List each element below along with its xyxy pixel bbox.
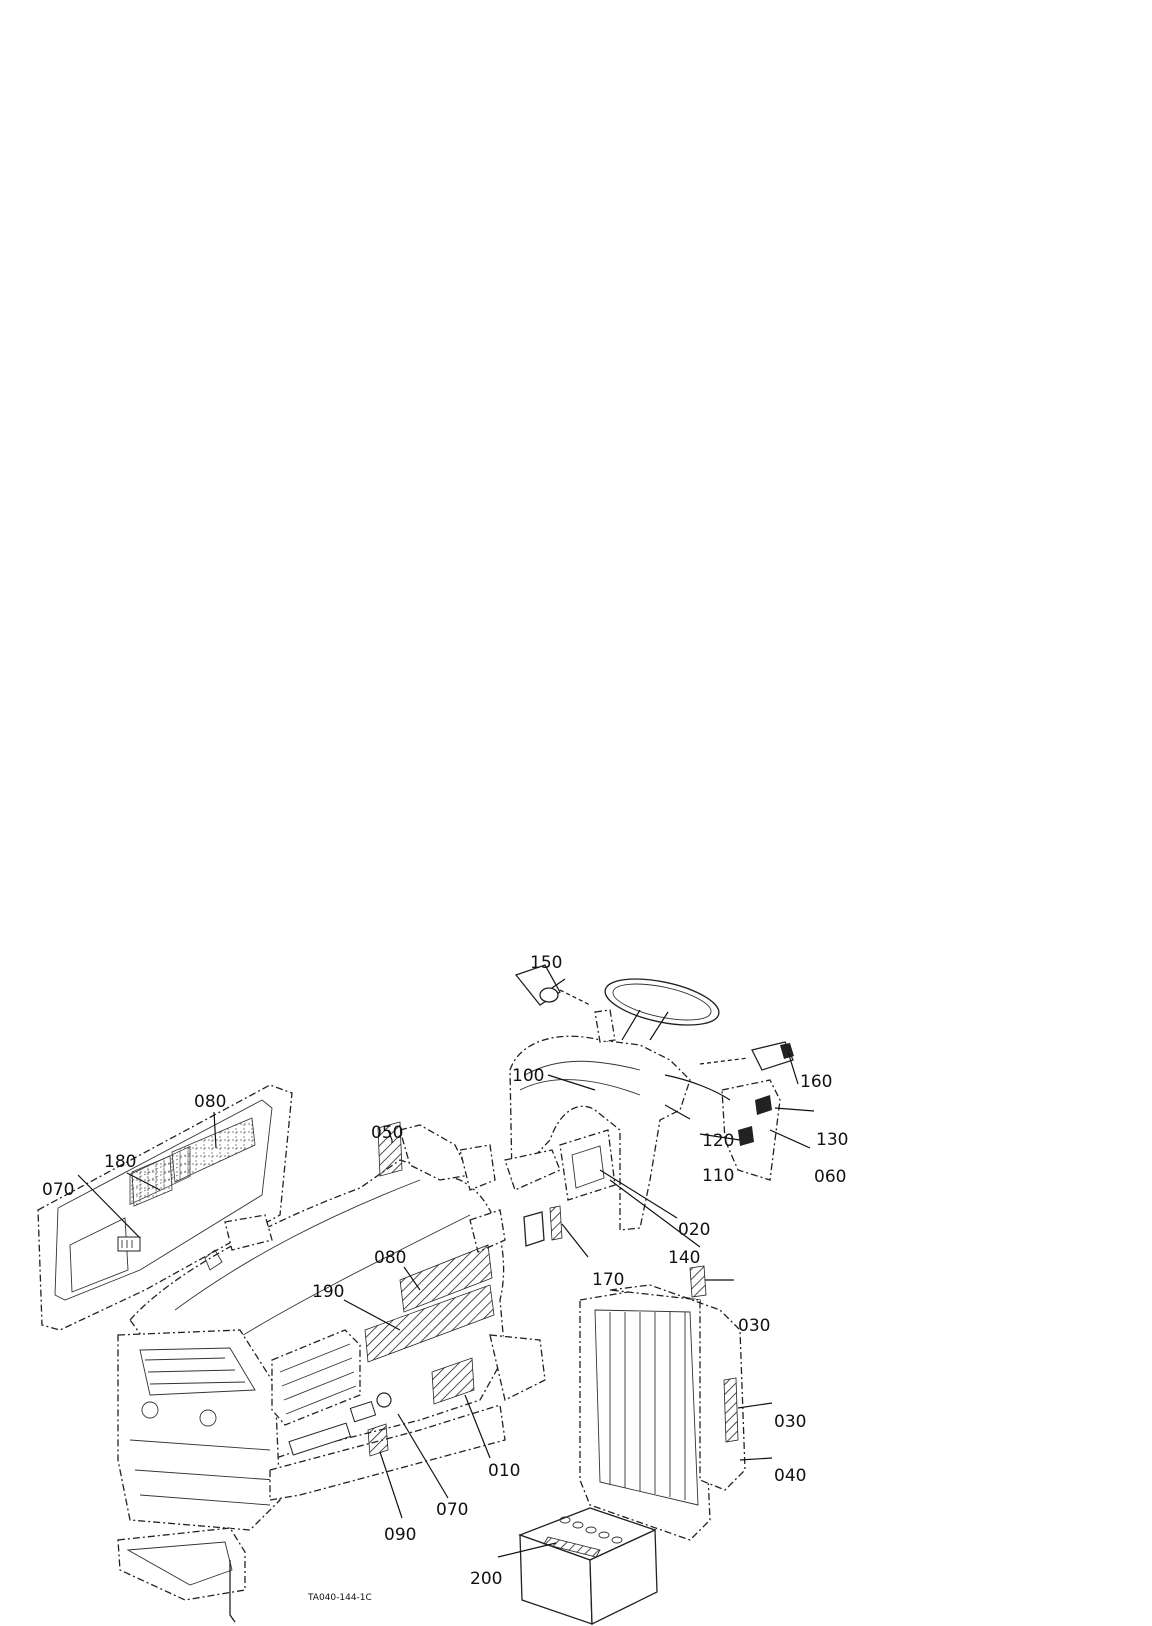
decal-090 xyxy=(367,1423,389,1457)
tractor-hood xyxy=(117,1121,546,1623)
decal-080-hood xyxy=(399,1244,493,1313)
battery xyxy=(518,1507,658,1626)
label-080-panel: 080 xyxy=(194,1092,226,1112)
dash-assembly xyxy=(504,964,794,1247)
decal-080-panel xyxy=(171,1117,256,1183)
label-040: 040 xyxy=(774,1466,806,1486)
label-080-hood: 080 xyxy=(374,1248,406,1268)
label-070-hood: 070 xyxy=(436,1500,468,1520)
label-120: 120 xyxy=(702,1131,734,1151)
part-labels: 150 100 160 120 130 110 060 020 140 170 … xyxy=(42,953,848,1603)
label-050: 050 xyxy=(371,1123,403,1143)
label-070-panel: 070 xyxy=(42,1180,74,1200)
leader-lines xyxy=(77,978,815,1558)
decal-200 xyxy=(543,1536,601,1558)
decal-030-side xyxy=(723,1377,739,1443)
label-200: 200 xyxy=(470,1569,502,1589)
label-160: 160 xyxy=(800,1072,832,1092)
radiator xyxy=(579,1265,746,1541)
figure-code: TA040-144-1C xyxy=(307,1593,372,1603)
label-010: 010 xyxy=(488,1461,520,1481)
label-030-side: 030 xyxy=(774,1412,806,1432)
label-190: 190 xyxy=(312,1282,344,1302)
label-140: 140 xyxy=(668,1248,700,1268)
label-060: 060 xyxy=(814,1167,846,1187)
label-100: 100 xyxy=(512,1066,544,1086)
decal-050 xyxy=(377,1121,403,1177)
label-170: 170 xyxy=(592,1270,624,1290)
label-150: 150 xyxy=(530,953,562,973)
decal-170 xyxy=(549,1205,563,1241)
label-130: 130 xyxy=(816,1130,848,1150)
label-110: 110 xyxy=(702,1166,734,1186)
decal-010 xyxy=(431,1357,475,1405)
label-180: 180 xyxy=(104,1152,136,1172)
label-090: 090 xyxy=(384,1525,416,1545)
decal-030-top xyxy=(689,1265,707,1298)
decal-190 xyxy=(364,1284,495,1363)
label-030-top: 030 xyxy=(738,1316,770,1336)
label-020: 020 xyxy=(678,1220,710,1240)
decal-070-hood xyxy=(376,1392,392,1408)
